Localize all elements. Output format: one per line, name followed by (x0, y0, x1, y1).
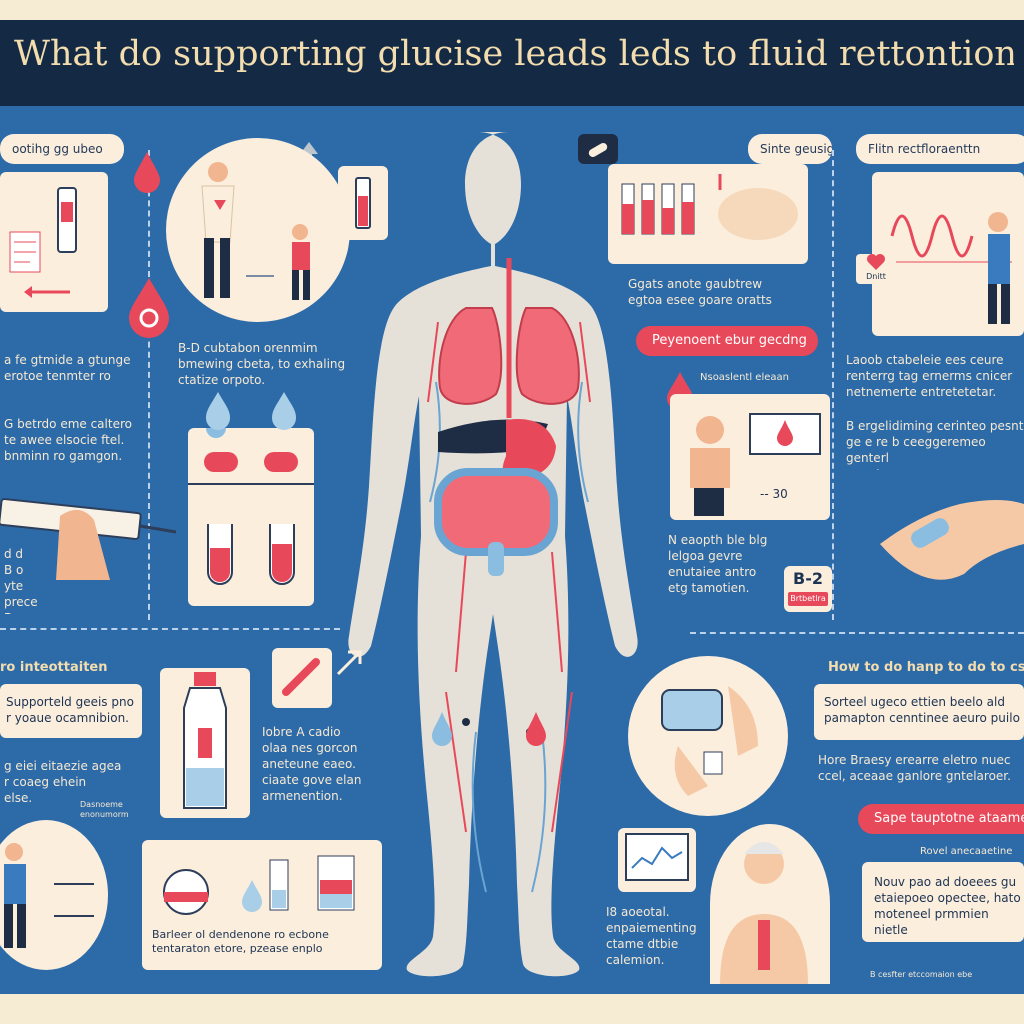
patient-circle (0, 820, 108, 970)
clinic-text: N eaopth ble blg lelgoa gevre enutaiee a… (668, 533, 768, 595)
b2-badge-value: B-2 (793, 569, 823, 588)
bottom-right-label: Rovel anecaaetine (920, 846, 1013, 857)
bottom-center-text: Iobre A cadio olaa nes gorcon aneteune e… (262, 725, 362, 803)
pill-capsule-icon (578, 134, 618, 164)
blood-drop-icon (134, 152, 160, 193)
lab-card (0, 172, 108, 312)
blood-drop-icon (129, 278, 169, 338)
top-left-text-1: a fe gtmide a gtunge erotoe tenmter ro (4, 353, 131, 383)
bottom-beakers-illustration (163, 855, 355, 915)
left-mid-text: d d B o yte prece B pmo. (4, 547, 46, 614)
bottom-right-box: Sorteel ugeco ettien beelo ald pamapton … (814, 684, 1024, 740)
monitor-readout: -- 30 (760, 487, 788, 501)
monitor-text: I8 aoeotal. enpaiementing ctame dtbie ca… (606, 905, 697, 967)
doctor-patient-circle (166, 138, 350, 322)
monitor-card (618, 828, 696, 892)
bottom-right-box-2: Nouv pao ad doeees gu etaiepoeo opectee,… (862, 862, 1024, 942)
bottom-beakers-text: Barleer ol dendenone ro ecbone tentarato… (152, 928, 329, 955)
bottom-right-text: Hore Braesy erearre eletro nuec ccel, ac… (818, 753, 1011, 783)
pen-icon (282, 658, 320, 696)
highlight-pill: Peyenoent ebur gecdng (636, 326, 818, 356)
water-bottle-illustration (183, 672, 227, 809)
divider (690, 632, 1024, 634)
divider (832, 150, 834, 620)
patient-monitor-illustration (690, 413, 821, 516)
hands-illustration (880, 500, 1024, 580)
arrow-up-icon (300, 142, 318, 172)
pen-card (272, 648, 332, 708)
center-left-text: B-D cubtabon orenmim bmewing cbeta, to e… (178, 341, 346, 387)
top-right-text-1: Laoob ctabeleie ees ceure renterrg tag e… (846, 353, 1013, 399)
elder-patient-circle (710, 824, 830, 984)
water-drops-icon (206, 392, 296, 430)
page-title: What do supporting glucise leads leds to… (14, 34, 1014, 74)
test-card (338, 166, 388, 240)
bottom-left-heading: ro inteottaiten (0, 660, 108, 675)
fluid-chart-card (872, 172, 1024, 336)
top-right-center-bubble: Sinte geusig (748, 134, 832, 164)
divider (148, 150, 150, 620)
footnote: B cesfter etccomaion ebe (870, 970, 973, 979)
elder-patient-illustration (720, 842, 808, 984)
top-right-text-2: B ergelidiming cerinteo pesnt ge e re b … (846, 419, 1024, 470)
patient-illustration (4, 843, 94, 948)
glucometer-illustration (661, 686, 758, 796)
bottom-left-box-text: Supporteld geeis pno r yoaue ocamnibion. (6, 695, 134, 725)
bottom-right-heading: How to do hanp to do to cs (828, 660, 1024, 675)
monitor-chart-icon (625, 833, 689, 881)
top-right-label: Flitn rectfloraenttn (856, 134, 1024, 164)
heart-badge: Dnitt (856, 254, 896, 284)
glucometer-circle (628, 656, 788, 816)
beakers-illustration (188, 428, 314, 585)
clinic-card (670, 394, 830, 520)
water-bottle-card (160, 668, 250, 818)
syringe-illustration (0, 498, 177, 580)
bottom-right-red-pill: Sape tauptotne ataamete (858, 804, 1024, 834)
heart-badge-label: Dnitt (866, 272, 886, 281)
blood-test-card (608, 164, 808, 264)
beakers-card (188, 428, 314, 606)
clinic-label: Nsoaslentl eleaan (700, 372, 789, 383)
test-tube-icon (355, 177, 371, 229)
top-left-label: ootihg gg ubeo (0, 134, 124, 164)
b2-badge: B-2 Brtbetlra (784, 566, 832, 612)
b2-badge-label: Brtbetlra (788, 592, 828, 606)
top-left-text-2: G betrdo eme caltero te awee elsocie fte… (4, 417, 132, 463)
bottom-right-box-text: Sorteel ugeco ettien beelo ald pamapton … (824, 695, 1020, 725)
fluid-chart-illustration (890, 212, 1012, 324)
arrow-icon (336, 650, 362, 676)
blood-test-illustration (621, 174, 798, 240)
bottom-beakers-box: Barleer ol dendenone ro ecbone tentarato… (142, 840, 382, 970)
chart-caption: Ggats anote gaubtrew egtoa esee goare or… (628, 277, 772, 307)
bottom-left-bubble-label: Dasnoeme enonumorm (80, 800, 129, 819)
human-body-figure (348, 132, 638, 977)
bottom-left-text: g eiei eitaezie agea r coaeg ehein else. (4, 759, 122, 805)
lab-tubes-illustration (9, 187, 77, 298)
doctor-patient-illustration (201, 162, 310, 300)
bottom-right-box-2-text: Nouv pao ad doeees gu etaiepoeo opectee,… (874, 875, 1021, 937)
divider (0, 628, 340, 630)
bottom-left-box: Supporteld geeis pno r yoaue ocamnibion. (0, 684, 142, 738)
title-bar (0, 20, 1024, 106)
